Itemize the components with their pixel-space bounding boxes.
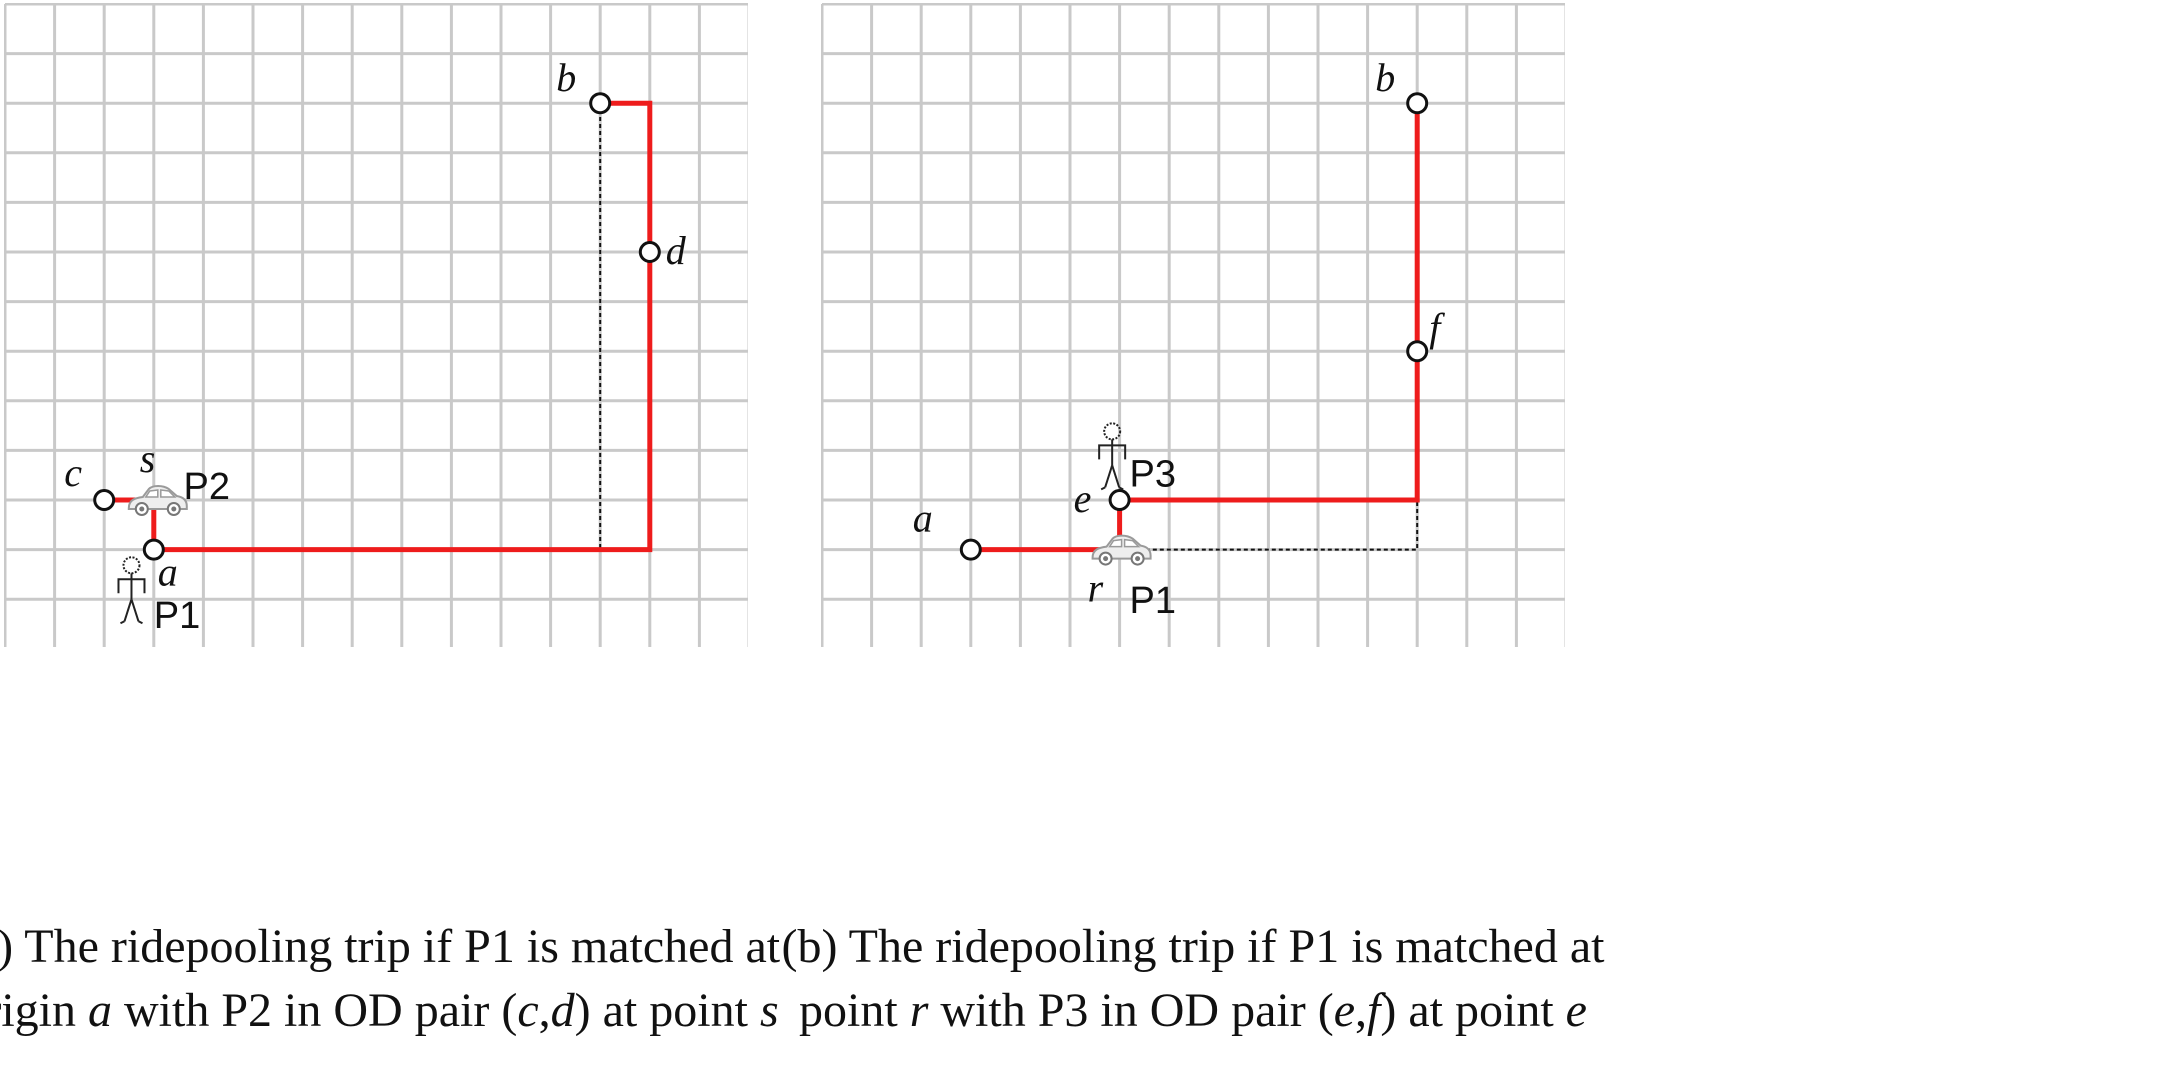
point-label-r: r xyxy=(1088,566,1104,611)
node-a: a xyxy=(913,496,982,561)
panel-a-caption-line1: (a) The ridepooling trip if P1 is matche… xyxy=(0,920,781,973)
car-icon xyxy=(127,485,188,516)
node-c: c xyxy=(64,450,116,511)
node-label-f: f xyxy=(1429,305,1445,350)
passenger-label-p1: P1 xyxy=(1130,580,1176,622)
ridepool-route xyxy=(970,103,1420,553)
node-e: e xyxy=(1074,476,1131,521)
node-a: a xyxy=(142,538,178,595)
passenger-label-p1: P1 xyxy=(154,595,200,637)
node-label-d: d xyxy=(666,228,687,273)
panel-b-caption-line1: (b) The ridepooling trip if P1 is matche… xyxy=(781,920,1605,973)
passenger-label-p3: P3 xyxy=(1130,454,1176,496)
node-label-a: a xyxy=(158,550,178,595)
node-d: d xyxy=(638,228,687,273)
node-b: b xyxy=(1375,55,1429,115)
panel-b-caption: (b) The ridepooling trip if P1 is matche… xyxy=(673,915,1713,1043)
node-b: b xyxy=(556,55,612,115)
panel-a-caption-line2: origin a with P2 in OD pair (c,d) at poi… xyxy=(0,984,779,1037)
point-label-s: s xyxy=(140,436,156,481)
node-label-b: b xyxy=(556,55,576,100)
person-icon xyxy=(1098,422,1127,491)
grid xyxy=(821,3,1565,647)
ridepool-route xyxy=(153,100,653,553)
panel-a-caption: (a) The ridepooling trip if P1 is matche… xyxy=(0,915,890,1043)
node-label-b: b xyxy=(1375,55,1395,100)
node-label-a: a xyxy=(913,496,933,541)
car-icon xyxy=(1091,534,1152,566)
person-icon xyxy=(117,556,146,625)
panel-b-caption-line2: point r with P3 in OD pair (e,f) at poin… xyxy=(799,984,1587,1037)
direct-path xyxy=(970,103,1419,551)
node-label-c: c xyxy=(64,450,82,495)
passenger-label-p2: P2 xyxy=(184,466,230,508)
node-label-e: e xyxy=(1074,476,1092,521)
